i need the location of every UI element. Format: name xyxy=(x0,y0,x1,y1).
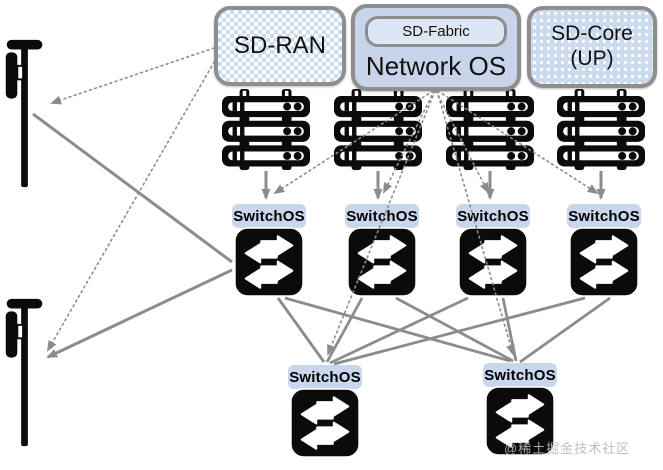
sd-core-box: SD-Core (UP) xyxy=(527,6,657,88)
edge-leaf-switch-1-to-antenna-bottom xyxy=(46,268,233,359)
antenna-icon xyxy=(5,298,43,447)
switchos-label: SwitchOS xyxy=(567,204,641,228)
switch-icon xyxy=(568,227,640,297)
switchos-label: SwitchOS xyxy=(483,363,557,387)
sd-ran-box: SD-RAN xyxy=(214,6,346,86)
network-os-box: SD-Fabric Network OS xyxy=(351,4,521,91)
leaf-switch-2: SwitchOS xyxy=(345,204,419,297)
edge-leaf-switch-1-to-spine-switch-1 xyxy=(276,297,326,363)
switch-icon xyxy=(289,388,361,458)
edge-leaf-switch-4-to-spine-switch-1 xyxy=(333,296,586,366)
switch-icon xyxy=(457,227,529,297)
sd-core-label-line2: (UP) xyxy=(570,47,614,70)
switchos-label: SwitchOS xyxy=(456,204,530,228)
edge-antenna-top-to-leaf-switch-1 xyxy=(32,112,233,264)
edge-leaf-switch-2-to-spine-switch-1 xyxy=(325,297,364,363)
switchos-label: SwitchOS xyxy=(288,365,362,389)
spine-switch-2: SwitchOS xyxy=(483,363,557,456)
switch-icon xyxy=(346,227,418,297)
switchos-label: SwitchOS xyxy=(345,204,419,228)
sd-fabric-box: SD-Fabric xyxy=(365,16,507,47)
sd-ran-label: SD-RAN xyxy=(233,32,326,59)
server-stack-2 xyxy=(334,87,422,172)
leaf-switch-1: SwitchOS xyxy=(232,204,306,297)
edge-leaf-switch-1-to-spine-switch-2 xyxy=(284,296,511,363)
switch-icon xyxy=(484,386,556,456)
edge-leaf-switch-2-to-spine-switch-2 xyxy=(395,296,514,363)
server-stack-3 xyxy=(446,87,534,172)
antenna-top xyxy=(4,37,46,189)
edge-leaf-switch-3-to-spine-switch-1 xyxy=(329,296,469,365)
antenna-bottom xyxy=(4,296,46,448)
server-stack-icon xyxy=(557,89,645,170)
sd-core-label-line1: SD-Core xyxy=(551,22,633,46)
server-stack-icon xyxy=(334,89,422,170)
edge-leaf-switch-4-to-spine-switch-2 xyxy=(519,296,611,364)
edge-sd-ran-to-antenna-top xyxy=(50,47,215,105)
switchos-label: SwitchOS xyxy=(232,204,306,228)
switch-icon xyxy=(233,227,305,297)
server-stack-1 xyxy=(222,87,310,172)
server-stack-4 xyxy=(557,87,645,172)
server-stack-icon xyxy=(222,89,310,170)
watermark: @稀土掘金技术社区 xyxy=(504,441,631,456)
leaf-switch-3: SwitchOS xyxy=(456,204,530,297)
leaf-switch-4: SwitchOS xyxy=(567,204,641,297)
sd-fabric-label: SD-Fabric xyxy=(402,23,470,40)
spine-switch-1: SwitchOS xyxy=(288,365,362,458)
network-os-label: Network OS xyxy=(365,51,507,81)
edge-sd-ran-to-antenna-bottom xyxy=(47,56,218,352)
antenna-icon xyxy=(5,39,43,188)
server-stack-icon xyxy=(446,89,534,170)
edge-leaf-switch-3-to-spine-switch-2 xyxy=(501,297,518,362)
